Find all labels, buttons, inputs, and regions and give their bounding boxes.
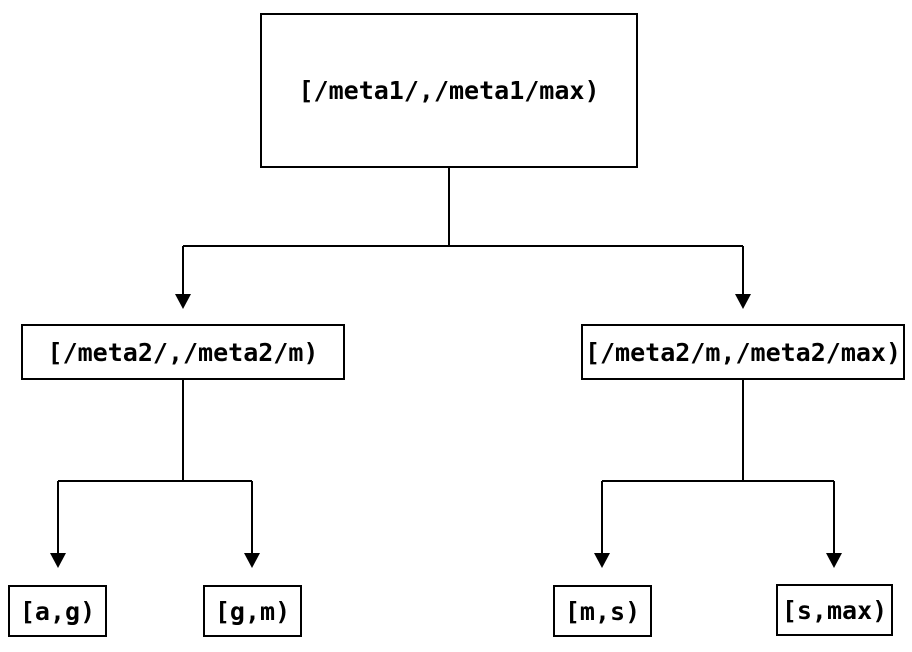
tree-leaf-gm-label: [g,m) (214, 596, 291, 626)
tree-leaf-smax-label: [s,max) (781, 595, 888, 625)
tree-node-left-child-label: [/meta2/,/meta2/m) (47, 337, 319, 367)
tree-leaf-gm: [g,m) (203, 585, 302, 637)
tree-leaf-smax: [s,max) (776, 584, 893, 636)
arrowhead-down-icon (826, 553, 842, 568)
tree-leaf-ag-label: [a,g) (19, 596, 96, 626)
edge-right-to-leaves (601, 380, 835, 553)
edge-root-to-children (182, 168, 744, 294)
arrowhead-down-icon (244, 553, 260, 568)
tree-node-root: [/meta1/,/meta1/max) (260, 13, 638, 168)
arrowhead-down-icon (594, 553, 610, 568)
tree-leaf-ms-label: [m,s) (564, 596, 641, 626)
tree-node-left-child: [/meta2/,/meta2/m) (21, 324, 345, 380)
tree-leaf-ms: [m,s) (553, 585, 652, 637)
arrowhead-down-icon (175, 294, 191, 309)
tree-node-right-child-label: [/meta2/m,/meta2/max) (584, 337, 902, 367)
arrowhead-down-icon (50, 553, 66, 568)
tree-node-root-label: [/meta1/,/meta1/max) (298, 76, 600, 105)
arrowhead-down-icon (735, 294, 751, 309)
tree-node-right-child: [/meta2/m,/meta2/max) (581, 324, 905, 380)
edge-left-to-leaves (57, 380, 253, 553)
tree-leaf-ag: [a,g) (8, 585, 107, 637)
